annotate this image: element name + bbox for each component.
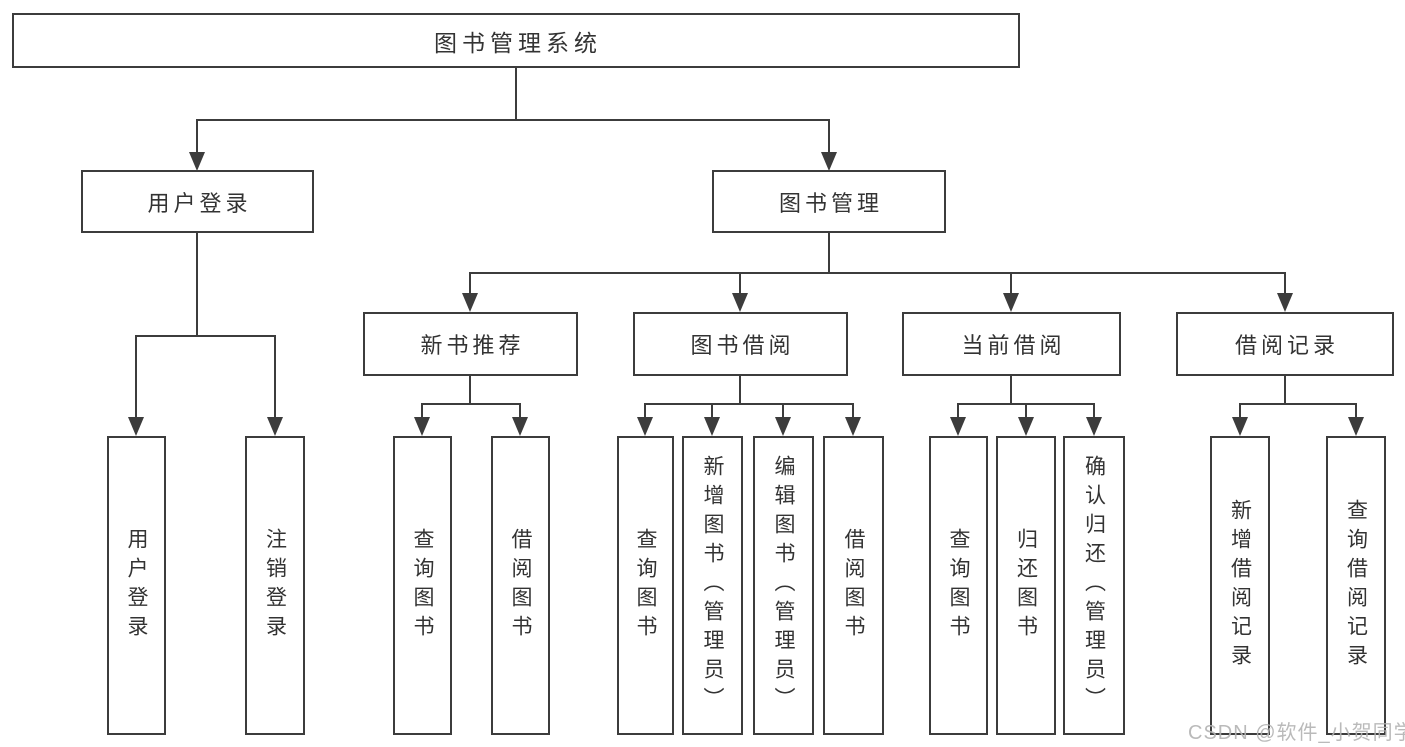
arrow-down-icon (732, 293, 748, 312)
node-label: 新增借阅记录 (1228, 498, 1252, 673)
node-label: 借阅图书 (842, 527, 865, 644)
node-library-system: 图书管理系统 (12, 13, 1020, 68)
arrow-down-icon (845, 417, 861, 436)
connector-line (739, 272, 741, 294)
arrow-down-icon (267, 417, 283, 436)
arrow-down-icon (1277, 293, 1293, 312)
connector-line (1284, 376, 1286, 405)
node-label: 当前借阅 (961, 333, 1066, 358)
node-label: 借阅记录 (1234, 333, 1339, 358)
arrow-down-icon (512, 417, 528, 436)
node-label: 编辑图书（管理员） (772, 455, 795, 716)
connector-line (196, 119, 198, 153)
connector-line (711, 403, 713, 418)
node-label: 用户登录 (125, 527, 148, 644)
connector-line (644, 403, 646, 418)
connector-line (421, 403, 423, 418)
arrow-down-icon (1018, 417, 1034, 436)
node-label: 确认归还（管理员） (1082, 455, 1106, 716)
node-leaf-bb-edit-books-admin: 编辑图书（管理员） (753, 436, 814, 735)
connector-line (1239, 403, 1241, 418)
connector-line (469, 376, 471, 405)
node-leaf-bb-borrow-books: 借阅图书 (823, 436, 884, 735)
node-label: 用户登录 (147, 190, 252, 216)
arrow-down-icon (775, 417, 791, 436)
node-leaf-cb-query-books: 查询图书 (929, 436, 988, 735)
connector-line (828, 233, 830, 274)
arrow-down-icon (462, 293, 478, 312)
arrow-down-icon (1003, 293, 1019, 312)
arrow-down-icon (950, 417, 966, 436)
node-borrowing-records: 借阅记录 (1176, 312, 1394, 376)
node-book-borrowing: 图书借阅 (633, 312, 848, 376)
connector-line (519, 403, 521, 418)
arrow-down-icon (704, 417, 720, 436)
connector-line (515, 68, 517, 121)
connector-line (1010, 376, 1012, 405)
connector-line (1284, 272, 1286, 294)
node-leaf-br-query-record: 查询借阅记录 (1326, 436, 1386, 735)
connector-line (196, 119, 830, 121)
connector-line (135, 335, 137, 418)
node-label: 归还图书 (1014, 527, 1038, 644)
node-label: 查询图书 (411, 527, 434, 644)
node-label: 注销登录 (263, 527, 287, 644)
node-leaf-user-login: 用户登录 (107, 436, 166, 735)
node-leaf-bb-add-books-admin: 新增图书（管理员） (682, 436, 743, 735)
node-label: 图书借阅 (690, 333, 795, 358)
node-current-borrowing: 当前借阅 (902, 312, 1121, 376)
node-new-book-recommend: 新书推荐 (363, 312, 578, 376)
node-label: 新书推荐 (420, 333, 525, 358)
connector-line (1025, 403, 1027, 418)
connector-line (782, 403, 784, 418)
arrow-down-icon (128, 417, 144, 436)
arrow-down-icon (1348, 417, 1364, 436)
arrow-down-icon (1232, 417, 1248, 436)
node-label: 查询图书 (634, 527, 657, 644)
node-leaf-bb-query-books: 查询图书 (617, 436, 674, 735)
node-leaf-cb-confirm-return-admin: 确认归还（管理员） (1063, 436, 1125, 735)
node-label: 图书管理系统 (434, 29, 602, 56)
connector-line (135, 335, 276, 337)
connector-line (828, 119, 830, 153)
connector-line (1239, 403, 1357, 405)
node-leaf-br-add-record: 新增借阅记录 (1210, 436, 1270, 735)
csdn-watermark: CSDN @软件_小贺同学 (1188, 722, 1405, 744)
arrow-down-icon (189, 152, 205, 171)
connector-line (274, 335, 276, 418)
connector-line (196, 233, 198, 337)
node-leaf-cb-return-books: 归还图书 (996, 436, 1056, 735)
arrow-down-icon (1086, 417, 1102, 436)
connector-line (957, 403, 959, 418)
connector-line (469, 272, 1286, 274)
node-label: 借阅图书 (509, 527, 532, 644)
node-leaf-rec-query-books: 查询图书 (393, 436, 452, 735)
node-leaf-logout: 注销登录 (245, 436, 305, 735)
arrow-down-icon (821, 152, 837, 171)
connector-line (1093, 403, 1095, 418)
connector-line (644, 403, 854, 405)
arrow-down-icon (414, 417, 430, 436)
node-book-management: 图书管理 (712, 170, 946, 233)
node-label: 图书管理 (778, 190, 883, 216)
connector-line (469, 272, 471, 294)
node-label: 查询借阅记录 (1344, 498, 1368, 673)
node-label: 查询图书 (947, 527, 970, 644)
connector-line (1355, 403, 1357, 418)
node-leaf-rec-borrow-books: 借阅图书 (491, 436, 550, 735)
node-label: 新增图书（管理员） (701, 455, 724, 716)
connector-line (739, 376, 741, 405)
connector-line (421, 403, 521, 405)
connector-line (1010, 272, 1012, 294)
connector-line (852, 403, 854, 418)
arrow-down-icon (637, 417, 653, 436)
node-user-login: 用户登录 (81, 170, 314, 233)
